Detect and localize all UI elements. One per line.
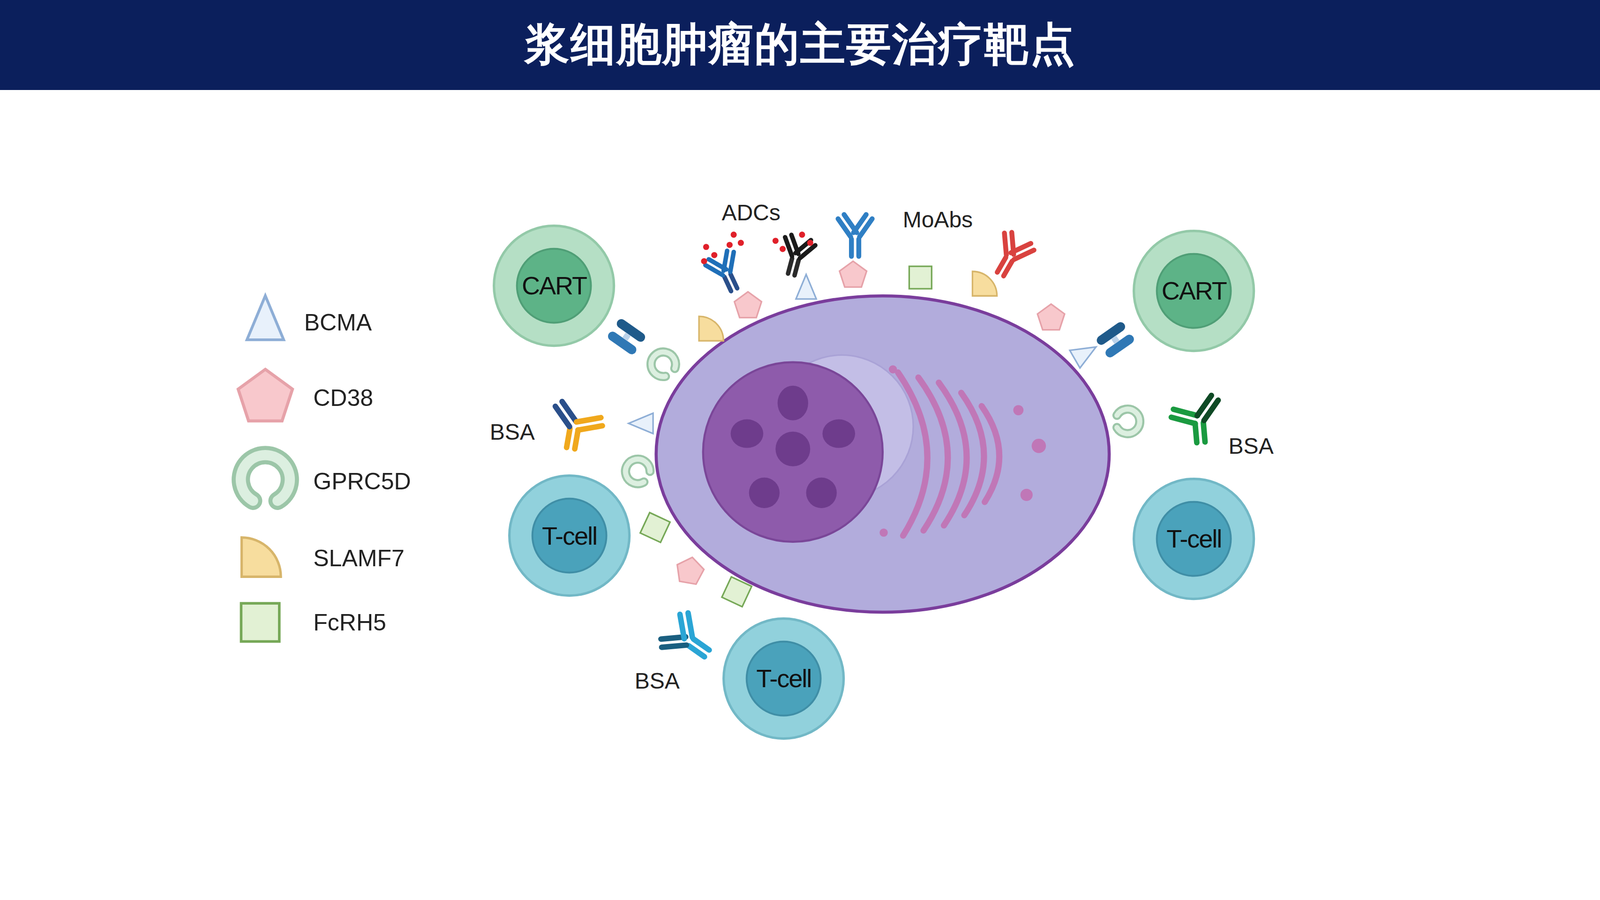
cell-label: CART [1132, 229, 1255, 353]
therapy-label: BSA [1228, 433, 1274, 459]
golgi [897, 372, 1000, 536]
title-text: 浆细胞肿瘤的主要治疗靶点 [524, 14, 1076, 76]
therapy-label: MoAbs [902, 206, 973, 233]
cart-cell: CART [1132, 229, 1255, 353]
car-receptor [606, 317, 647, 357]
therapy-label: BSA [634, 667, 680, 694]
t-cell: T-cell [508, 474, 631, 597]
monoclonal-antibody [834, 210, 876, 259]
cell-label: T-cell [508, 474, 631, 597]
slamf7-swatch [241, 537, 281, 578]
therapy-label: ADCs [721, 199, 781, 226]
gprc5d-swatch [240, 455, 290, 501]
cell-label: T-cell [1132, 477, 1255, 601]
monoclonal-antibody [981, 224, 1041, 287]
plasma-cell [656, 295, 1110, 613]
fcrh5-swatch [240, 603, 279, 642]
cell-label: CART [492, 224, 616, 347]
bcma-swatch [247, 295, 284, 340]
nucleus [703, 362, 883, 542]
adc-antibody [772, 229, 820, 282]
legend-text: FcRH5 [313, 608, 387, 637]
legend-text: SLAMF7 [313, 544, 405, 572]
adc-antibody [699, 244, 752, 300]
bispecific-antibody [1165, 390, 1226, 448]
legend-text: GPRC5D [313, 467, 411, 496]
legend-text: CD38 [313, 384, 374, 412]
title-bar: 浆细胞肿瘤的主要治疗靶点 [0, 0, 1600, 91]
car-receptor [1095, 320, 1136, 360]
cell-label: T-cell [722, 617, 845, 740]
legend-text: BCMA [304, 308, 372, 337]
t-cell: T-cell [1132, 477, 1255, 601]
cd38-swatch [238, 369, 293, 421]
bispecific-antibody [544, 396, 610, 457]
therapy-label: BSA [489, 418, 535, 445]
cart-cell: CART [492, 224, 616, 347]
bispecific-antibody [652, 603, 725, 676]
t-cell: T-cell [722, 617, 845, 740]
